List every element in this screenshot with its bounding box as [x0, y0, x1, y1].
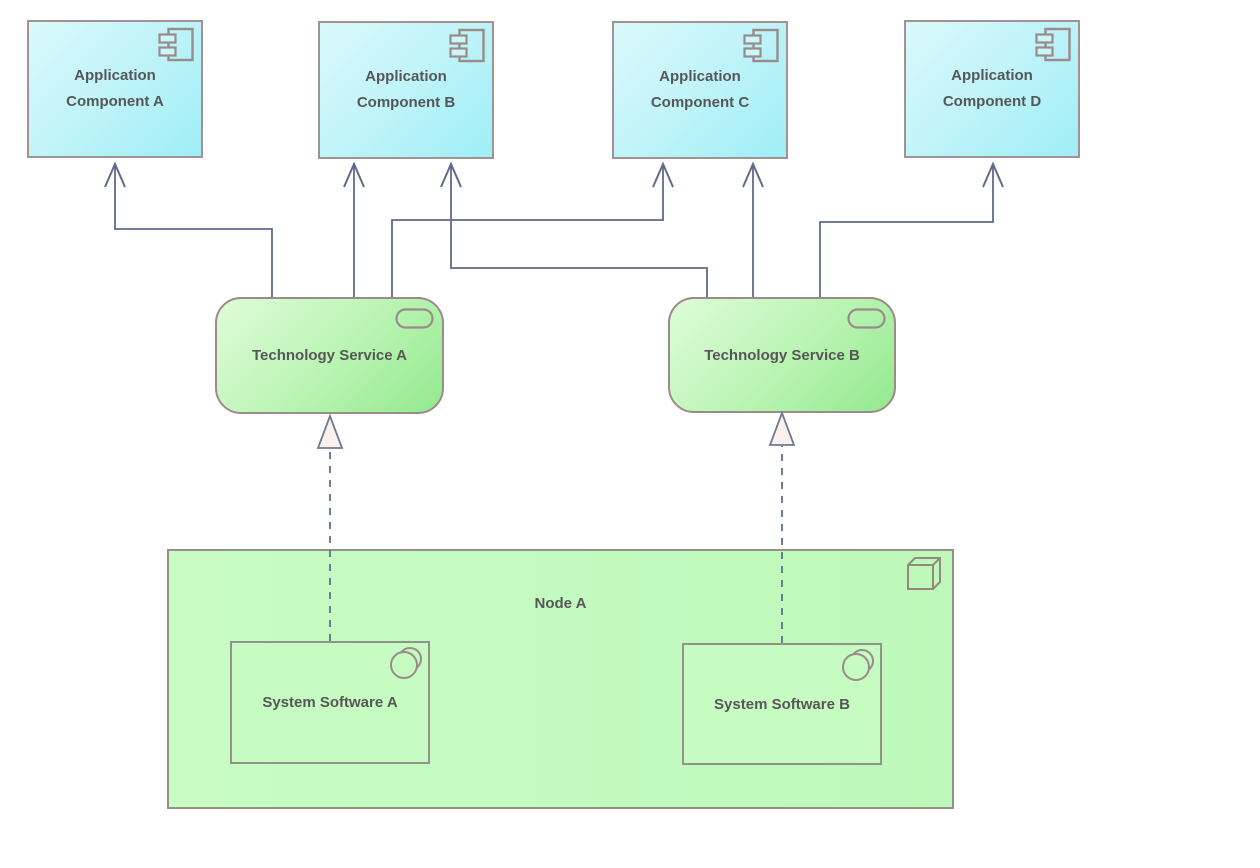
- system-software-circles-icon: [842, 649, 874, 681]
- serving-tsb-to-appd[interactable]: [819, 161, 1004, 297]
- system-software-a[interactable]: System Software A: [230, 641, 430, 764]
- system-software-circles-icon: [390, 647, 422, 679]
- serving-tsa-to-appa[interactable]: [104, 161, 273, 297]
- app-component-d-label: Application Component D: [942, 67, 1042, 110]
- app-component-c[interactable]: Application Component C: [612, 21, 788, 159]
- tech-service-a-label: Technology Service A: [251, 347, 408, 364]
- realization-triangle: [768, 410, 796, 446]
- node-a-label: Node A: [534, 595, 587, 612]
- uml-component-icon: [449, 28, 485, 63]
- app-component-a[interactable]: Application Component A: [27, 20, 203, 158]
- service-oval-icon: [847, 308, 886, 329]
- node-cube-icon: [907, 557, 941, 590]
- system-software-b[interactable]: System Software B: [682, 643, 882, 765]
- app-component-a-label: Application Component A: [66, 67, 164, 110]
- system-software-a-label: System Software A: [262, 694, 398, 711]
- serving-tsa-to-appc[interactable]: [391, 161, 674, 297]
- service-oval-icon: [395, 308, 434, 329]
- realization-triangle: [316, 413, 344, 449]
- uml-component-icon: [1035, 27, 1071, 62]
- app-component-c-label: Application Component C: [650, 68, 750, 111]
- app-component-d[interactable]: Application Component D: [904, 20, 1080, 158]
- serving-tsb-to-appb[interactable]: [440, 161, 708, 297]
- tech-service-b-label: Technology Service B: [704, 346, 860, 364]
- app-component-b[interactable]: Application Component B: [318, 21, 494, 159]
- app-component-b-label: Application Component B: [356, 68, 456, 111]
- system-software-b-label: System Software B: [714, 695, 850, 713]
- uml-component-icon: [158, 27, 194, 62]
- uml-component-icon: [743, 28, 779, 63]
- tech-service-b[interactable]: Technology Service B: [668, 297, 896, 413]
- tech-service-a[interactable]: Technology Service A: [215, 297, 444, 414]
